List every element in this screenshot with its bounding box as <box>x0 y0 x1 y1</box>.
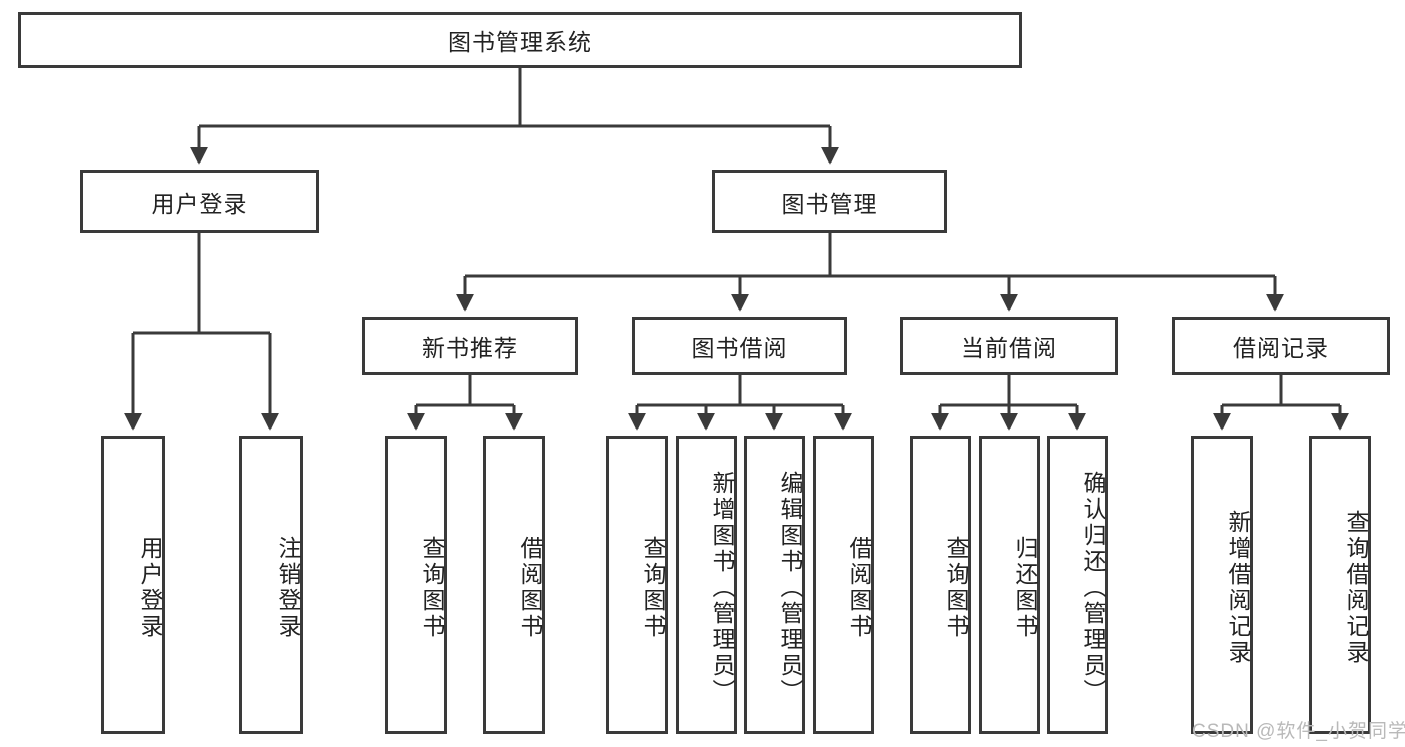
node-label: 用户登录 <box>137 536 163 640</box>
node-label: 新增借阅记录 <box>1225 510 1251 666</box>
node-label: 当前借阅 <box>961 335 1057 361</box>
node-borrow-record[interactable]: 借阅记录 <box>1172 317 1390 375</box>
leaf-logout[interactable]: 注销登录 <box>239 436 303 734</box>
node-new-book-recommend[interactable]: 新书推荐 <box>362 317 578 375</box>
node-label: 图书管理 <box>781 190 878 217</box>
node-label: 借阅记录 <box>1233 335 1329 361</box>
node-label: 新书推荐 <box>422 335 518 361</box>
node-book-manage[interactable]: 图书管理 <box>712 170 947 233</box>
leaf-query-book-1[interactable]: 查询图书 <box>385 436 447 734</box>
leaf-query-book-2[interactable]: 查询图书 <box>606 436 668 734</box>
node-label: 查询借阅记录 <box>1343 510 1369 666</box>
node-label: 用户登录 <box>151 190 248 217</box>
leaf-add-book[interactable]: 新增图书（管理员） <box>676 436 737 734</box>
leaf-borrow-book-1[interactable]: 借阅图书 <box>483 436 545 734</box>
node-root-system[interactable]: 图书管理系统 <box>18 12 1022 68</box>
leaf-add-borrow-record[interactable]: 新增借阅记录 <box>1191 436 1253 734</box>
node-user-login[interactable]: 用户登录 <box>80 170 319 233</box>
leaf-borrow-book-2[interactable]: 借阅图书 <box>813 436 874 734</box>
leaf-edit-book[interactable]: 编辑图书（管理员） <box>744 436 805 734</box>
node-label: 借阅图书 <box>846 536 872 640</box>
node-label: 注销登录 <box>275 536 301 640</box>
leaf-query-book-3[interactable]: 查询图书 <box>910 436 971 734</box>
node-book-borrow[interactable]: 图书借阅 <box>632 317 847 375</box>
node-label: 图书借阅 <box>691 335 788 361</box>
node-label: 借阅图书 <box>517 536 543 640</box>
csdn-watermark: CSDN @软件_小贺同学 <box>1192 721 1405 742</box>
node-label: 确认归还（管理员） <box>1080 471 1106 705</box>
node-label: 图书管理系统 <box>448 29 592 55</box>
leaf-return-book[interactable]: 归还图书 <box>979 436 1040 734</box>
node-label: 编辑图书（管理员） <box>777 471 803 705</box>
node-label: 查询图书 <box>640 536 666 640</box>
node-label: 查询图书 <box>419 536 445 640</box>
node-label: 新增图书（管理员） <box>709 471 735 705</box>
node-label: 归还图书 <box>1012 536 1038 640</box>
leaf-user-login[interactable]: 用户登录 <box>101 436 165 734</box>
leaf-query-borrow-record[interactable]: 查询借阅记录 <box>1309 436 1371 734</box>
leaf-confirm-return[interactable]: 确认归还（管理员） <box>1047 436 1108 734</box>
node-current-borrow[interactable]: 当前借阅 <box>900 317 1118 375</box>
node-label: 查询图书 <box>943 536 969 640</box>
